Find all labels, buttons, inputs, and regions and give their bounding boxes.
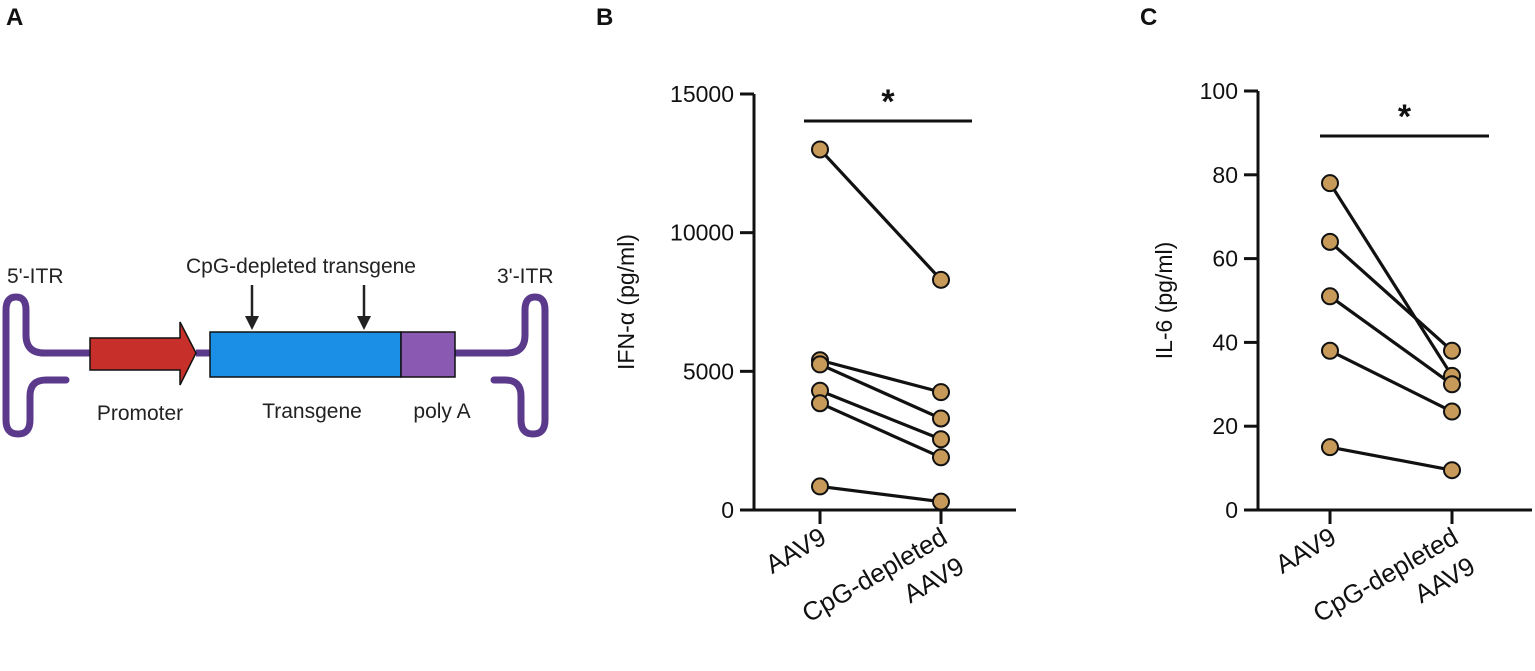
left-itr-label: 5'-ITR <box>7 265 64 288</box>
y-tick-label: 5000 <box>683 358 734 384</box>
pair-line-0 <box>818 148 943 281</box>
y-axis-title: IFN-α (pg/ml) <box>613 234 639 370</box>
right-itr-label: 3'-ITR <box>497 265 554 288</box>
y-tick-label: 0 <box>1225 497 1238 523</box>
promoter-label: Promoter <box>97 402 183 425</box>
data-point-aav9-4 <box>1321 438 1339 457</box>
data-point-aav9-0 <box>1321 174 1339 193</box>
pair-line-4 <box>1329 445 1453 472</box>
polya-box <box>400 331 456 378</box>
y-tick-label: 100 <box>1200 78 1238 104</box>
data-point-aav9-4 <box>811 394 829 413</box>
pair-line-1 <box>819 358 942 394</box>
pair-line-5 <box>819 484 942 504</box>
data-point-aav9-5 <box>811 477 829 496</box>
cpg-transgene-label: CpG-depleted transgene <box>186 255 416 278</box>
data-point-cpg-3 <box>1443 402 1461 421</box>
y-tick-label: 0 <box>721 497 734 523</box>
significance-marker: * <box>1398 98 1412 136</box>
left-itr-hairpin <box>2 293 96 438</box>
panel-letter-a: A <box>6 4 23 31</box>
panel-letter-c: C <box>1140 4 1157 31</box>
promoter-arrow <box>89 321 197 386</box>
data-point-cpg-0 <box>932 270 950 289</box>
pair-line-4 <box>819 401 942 459</box>
right-itr-hairpin <box>451 293 549 438</box>
transgene-box <box>209 331 402 378</box>
y-tick-label: 20 <box>1212 413 1238 439</box>
panel-letter-b: B <box>596 4 613 31</box>
pair-line-2 <box>1329 295 1453 386</box>
pair-line-3 <box>819 389 942 441</box>
x-category-label: AAV9 <box>1270 521 1341 579</box>
data-point-aav9-3 <box>1321 341 1339 360</box>
y-tick-label: 80 <box>1212 162 1238 188</box>
data-point-aav9-1 <box>1321 232 1339 251</box>
pair-line-3 <box>1329 349 1453 413</box>
pair-line-2 <box>819 362 942 420</box>
x-tick-label-0: AAV9 <box>760 521 831 579</box>
pair-line-0 <box>1328 182 1454 377</box>
y-tick-label: 40 <box>1212 329 1238 355</box>
data-point-aav9-2 <box>1321 287 1339 306</box>
y-tick-label: 15000 <box>670 81 734 107</box>
data-point-aav9-2 <box>811 355 829 374</box>
data-point-cpg-4 <box>1443 461 1461 480</box>
data-point-cpg-2 <box>932 409 950 428</box>
y-tick-label: 60 <box>1212 246 1238 272</box>
x-category-label: AAV9 <box>760 521 831 579</box>
y-axis-title: IL-6 (pg/ml) <box>1151 242 1177 360</box>
transgene-label: Transgene <box>262 400 362 423</box>
vector-construct-diagram: 5'-ITR 3'-ITR CpG-depleted transgene Pro… <box>2 255 554 438</box>
cpg-arrows <box>245 285 371 330</box>
polya-label: poly A <box>413 400 470 423</box>
y-tick-label: 10000 <box>670 220 734 246</box>
x-tick-label-0: AAV9 <box>1270 521 1341 579</box>
data-point-cpg-3 <box>932 430 950 449</box>
pair-line-1 <box>1328 240 1454 352</box>
data-point-cpg-4 <box>932 448 950 467</box>
data-point-cpg-2 <box>1443 375 1461 394</box>
data-point-cpg-5 <box>932 492 950 511</box>
significance-marker: * <box>881 83 895 121</box>
data-point-aav9-0 <box>811 140 829 159</box>
data-point-cpg-1 <box>932 383 950 402</box>
data-point-cpg-1 <box>1443 341 1461 360</box>
